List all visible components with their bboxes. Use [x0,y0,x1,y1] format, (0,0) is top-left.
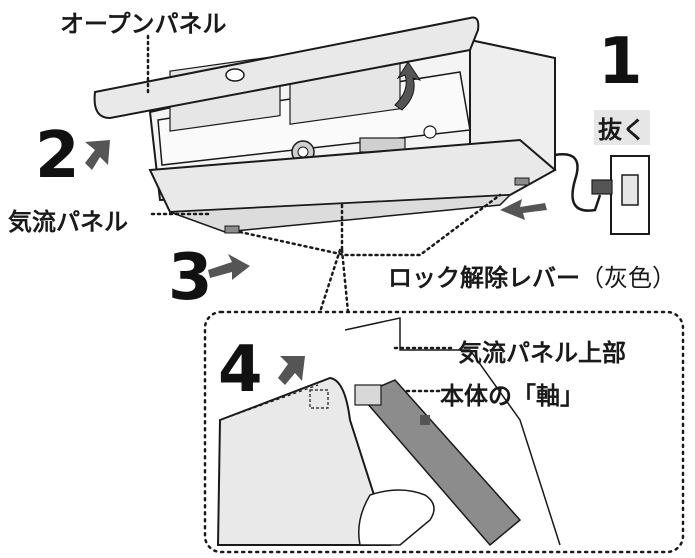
leader-lines [146,34,502,393]
step-4-number: 4 [218,333,263,407]
indoor-unit [148,38,557,234]
body-axis-label: 本体の「軸」 [440,382,584,410]
open-panel-label: オープンパネル [60,10,227,38]
airflow-panel-top-label: 気流パネル上部 [458,339,626,367]
step-3-number: 3 [168,241,213,315]
step-arrows [85,61,547,385]
step-2-number: 2 [35,119,80,193]
unplug-label: 抜く [594,110,650,145]
lock-release-lever-text: ロック解除レバー [388,264,580,292]
lock-release-color-text: （灰色） [580,264,676,292]
lock-release-lever-label: ロック解除レバー（灰色） [388,258,676,293]
open-panel-shape [93,16,480,120]
airflow-panel-label: 気流パネル [8,208,128,236]
detail-callout [203,310,685,554]
power-cord-outlet [554,153,650,235]
step-1-number: 1 [598,25,643,99]
